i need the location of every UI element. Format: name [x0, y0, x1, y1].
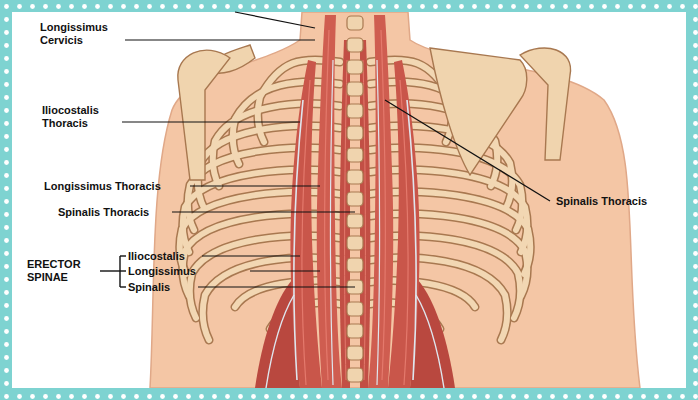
vertebral-column	[347, 16, 363, 382]
muscle-label: Spinalis	[128, 281, 170, 294]
muscle-label: Spinalis Thoracis	[556, 195, 647, 208]
erector-spinae-bracket	[100, 256, 126, 287]
muscle-label: Longissimus	[128, 265, 196, 278]
leader-lines	[122, 12, 550, 287]
muscle-label: Longissimus Thoracis	[44, 180, 161, 193]
erector-spinae-muscles	[255, 15, 455, 388]
muscle-label: Iliocostalis Thoracis	[42, 104, 127, 130]
muscle-label: Spinalis Thoracis	[58, 206, 149, 219]
group-label: ERECTOR SPINAE	[27, 258, 107, 284]
muscle-label: Iliocostalis	[128, 250, 185, 263]
muscle-label: Longissimus Cervicis	[40, 21, 130, 47]
picture-ground	[12, 12, 686, 388]
shoulder-bones	[178, 45, 571, 180]
